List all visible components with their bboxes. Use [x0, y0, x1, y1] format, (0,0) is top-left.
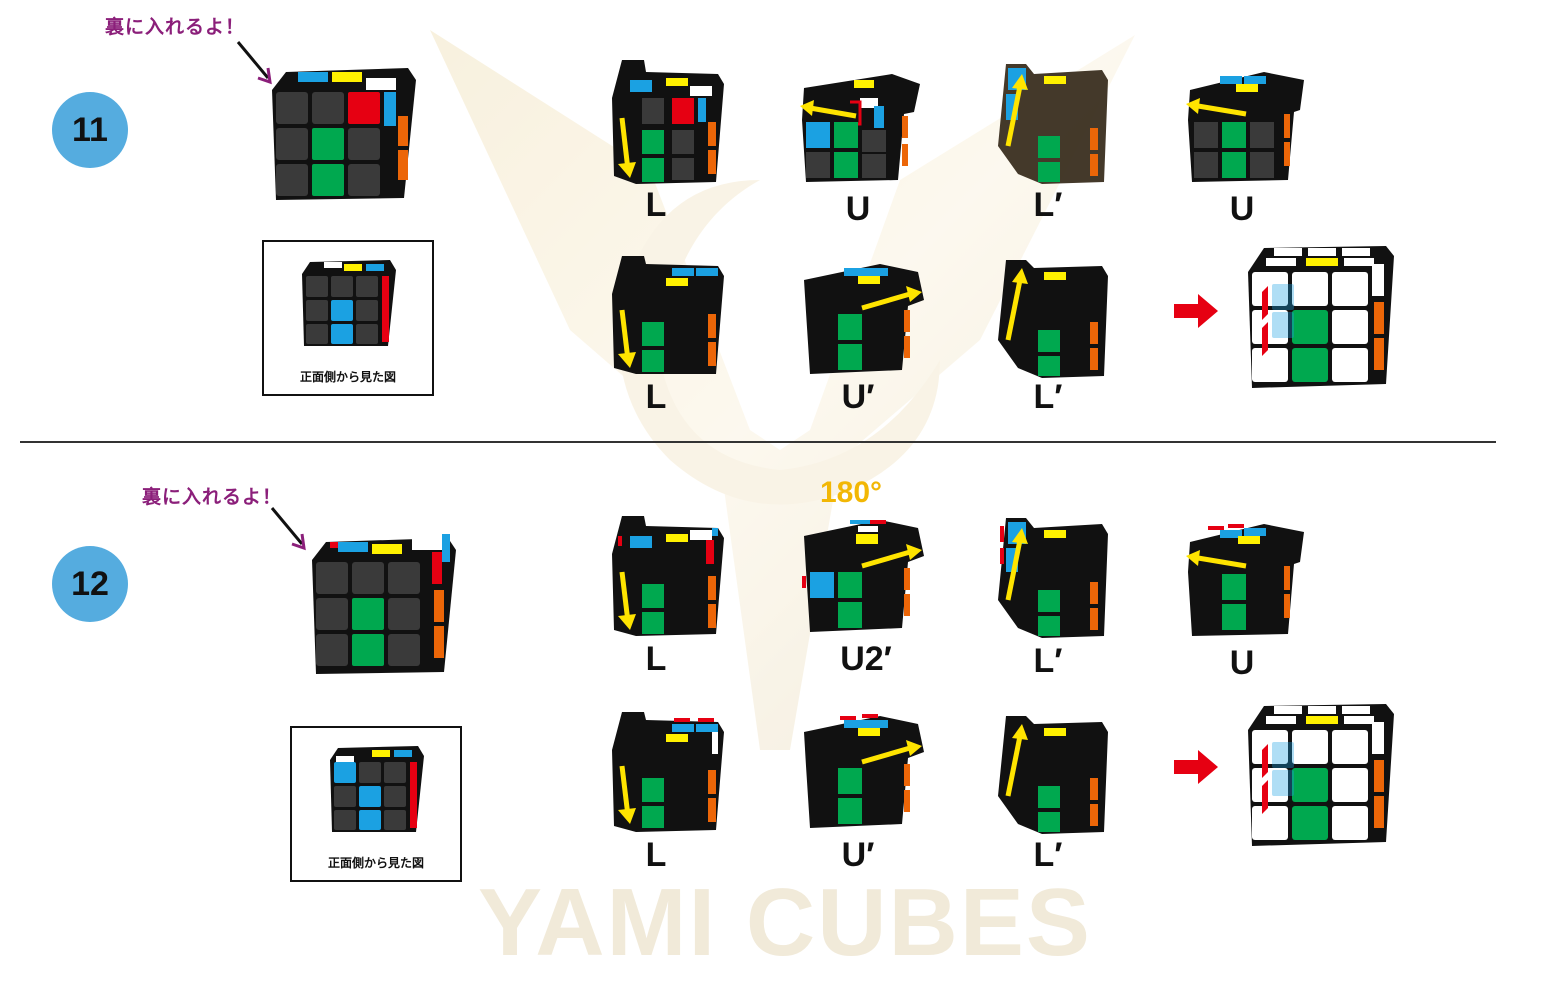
section-divider	[20, 441, 1496, 443]
front-view-box: 正面側から見た図	[290, 726, 462, 882]
step-cube-icon	[998, 518, 1108, 638]
front-view-box: 正面側から見た図	[262, 240, 434, 396]
step-cube-icon	[804, 714, 924, 828]
move-label: L′	[1033, 642, 1063, 680]
step-cube-icon	[998, 716, 1108, 834]
step-cube-icon	[802, 520, 924, 632]
step-number: 11	[72, 110, 108, 149]
solved-cube-icon	[1248, 704, 1394, 846]
watermark-text: YAMI CUBES	[478, 869, 1092, 976]
step-cube-icon	[998, 64, 1108, 184]
pointer-arrow-icon	[270, 507, 306, 551]
move-label: U′	[841, 836, 875, 874]
front-view-caption: 正面側から見た図	[327, 856, 424, 870]
pointer-arrow-icon	[236, 41, 272, 85]
result-arrow-icon	[1174, 294, 1218, 328]
step-cube-icon	[998, 260, 1108, 378]
step-cube-icon	[1186, 72, 1304, 182]
step-cube-icon	[800, 74, 920, 182]
result-arrow-icon	[1174, 750, 1218, 784]
move-label: U	[845, 190, 871, 228]
front-view-cube-icon	[330, 746, 424, 832]
move-label: L	[645, 836, 667, 874]
move-label: L′	[1033, 186, 1063, 224]
step-cube-icon	[612, 712, 724, 832]
rotation-degree-label: 180°	[820, 476, 883, 509]
move-label: L	[645, 378, 667, 416]
move-label: U	[1229, 190, 1255, 228]
step-number: 12	[71, 564, 109, 603]
solved-cube-icon	[1248, 246, 1394, 388]
step-cube-icon	[804, 264, 924, 374]
step-cube-icon	[1186, 524, 1304, 636]
move-label: L′	[1033, 836, 1063, 874]
move-label: L	[645, 186, 667, 224]
hint-note: 裏に入れるよ！	[142, 487, 283, 508]
step-cube-icon	[612, 256, 724, 374]
front-view-cube-icon	[302, 260, 396, 346]
step-cube-icon	[612, 60, 724, 184]
move-label: U2′	[840, 640, 892, 678]
move-label: U	[1229, 644, 1255, 682]
front-view-caption: 正面側から見た図	[299, 370, 396, 384]
step-cube-icon	[612, 516, 724, 636]
step-number-badge: 12	[52, 546, 128, 622]
move-label: U′	[841, 378, 875, 416]
move-label: L	[645, 640, 667, 678]
move-label: L′	[1033, 378, 1063, 416]
step-number-badge: 11	[52, 92, 128, 168]
reference-cube-icon	[312, 534, 456, 674]
hint-note: 裏に入れるよ！	[105, 17, 246, 38]
reference-cube-icon	[272, 68, 416, 200]
